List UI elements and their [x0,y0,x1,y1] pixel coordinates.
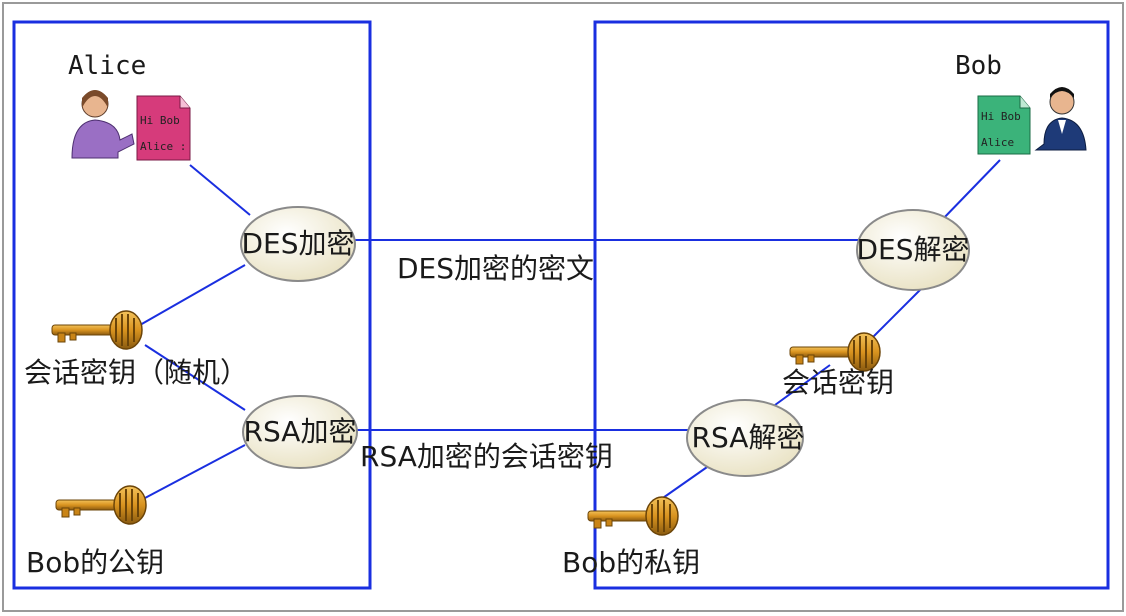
des-encrypt-label: DES加密 [241,227,354,260]
bob-doc-line-1: Hi Bob [981,110,1021,123]
des-decrypt-node: DES解密 [856,209,970,291]
des-ciphertext-label: DES加密的密文 [397,252,594,285]
alice-doc-line-1: Hi Bob [140,114,180,127]
rsa-session-key-label: RSA加密的会话密钥 [360,440,613,473]
session-key-random-label: 会话密钥（随机） [24,356,248,389]
alice-person-icon [71,90,135,159]
rsa-encrypt-node: RSA加密 [242,395,358,469]
bob-name: Bob [955,51,1002,81]
rsa-decrypt-label: RSA解密 [692,421,805,454]
alice-box [12,20,372,590]
rsa-decrypt-node: RSA解密 [686,399,805,477]
bob-private-key-label: Bob的私钥 [562,546,700,579]
bob-public-key-label: Bob的公钥 [26,546,164,579]
bob-doc-line-2: Alice [981,136,1014,149]
des-encrypt-node: DES加密 [240,206,356,282]
bob-box [593,20,1110,590]
alice-doc-line-2: Alice : [140,140,186,153]
rsa-encrypt-label: RSA加密 [244,415,357,448]
bob-person-icon [1034,87,1087,151]
bob-document-icon: Hi Bob Alice [977,95,1031,155]
alice-name: Alice [68,51,146,81]
session-key-label: 会话密钥 [782,366,894,399]
des-decrypt-label: DES解密 [856,233,969,266]
alice-document-icon: Hi Bob Alice : [136,95,191,161]
connector-lines [139,159,1001,501]
